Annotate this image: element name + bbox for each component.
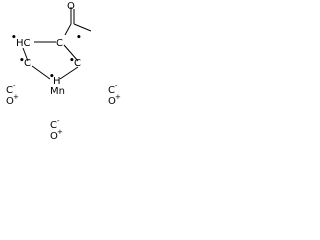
bond-acetyl-methyl	[73, 23, 92, 32]
ring-ch-left-label: HC	[16, 38, 31, 49]
ring-c-top-label: C	[56, 38, 63, 49]
ring-c-bottom-left-label: C	[24, 58, 31, 69]
carbonyl-bottom-carbon-charge: -	[57, 117, 60, 125]
carbonyl-bottom-oxygen-label: O	[50, 131, 58, 142]
carbonyl-right-oxygen-label: O	[108, 96, 116, 107]
carbonyl-bottom-oxygen-charge: +	[57, 128, 63, 136]
ring-left-radical-dot: •	[11, 33, 17, 43]
acetyl-oxygen-label: O	[67, 1, 75, 12]
bond-acetyl-ring	[64, 23, 72, 36]
bond-ring-bottom-right	[59, 66, 79, 80]
bond-ring-left-down	[22, 47, 29, 62]
ring-right-radical-dot: •	[69, 56, 75, 66]
carbonyl-bottom: C - O +	[50, 117, 63, 142]
ring-ch-bottom-label: H	[53, 76, 61, 87]
carbonyl-left-carbon-charge: -	[13, 82, 16, 90]
ring-c-right-label: C	[74, 58, 81, 69]
carbonyl-right: C - O +	[108, 82, 121, 107]
carbonyl-left: C - O +	[6, 82, 19, 107]
ring-bottom-left-radical-dot: •	[19, 56, 25, 66]
acetyl-group: O	[64, 1, 92, 36]
bond-ring-bottom-left	[31, 65, 51, 80]
ring: • HC C • • C • C • H	[11, 33, 82, 87]
carbonyl-left-oxygen-label: O	[6, 96, 14, 107]
ring-bottom-radical-dot: •	[49, 72, 55, 82]
structure-diagram: O • HC C • • C • C • H Mn C - O + C - O …	[6, 1, 121, 142]
manganese-label: Mn	[50, 86, 65, 97]
carbonyl-right-oxygen-charge: +	[115, 93, 121, 101]
carbonyl-bottom-carbon-label: C	[50, 120, 57, 131]
bond-ring-top-right	[63, 44, 79, 62]
carbonyl-right-carbon-label: C	[108, 85, 115, 96]
ring-top-radical-dot: •	[76, 33, 82, 43]
carbonyl-left-carbon-label: C	[6, 85, 13, 96]
carbonyl-left-oxygen-charge: +	[13, 93, 19, 101]
carbonyl-right-carbon-charge: -	[115, 82, 118, 90]
